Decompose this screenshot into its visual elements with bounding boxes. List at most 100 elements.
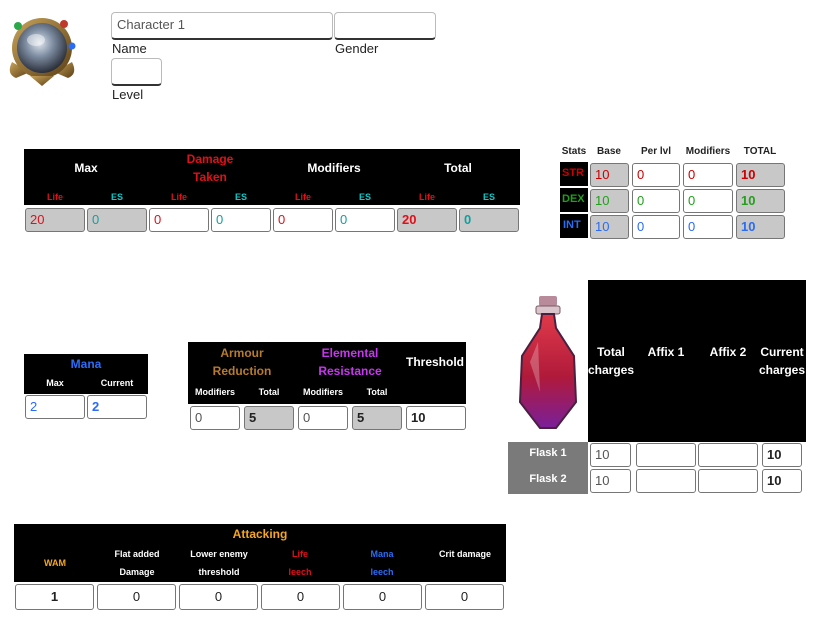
life-leech-header: Life leech [288,549,312,577]
base-header: Base [597,146,621,157]
str-base-field: 10 [590,163,629,187]
armour-total-label: Total [258,387,280,397]
total-es-field: 0 [459,208,519,232]
stats-header: Stats [561,146,587,157]
flask-1-affix1-input[interactable] [636,443,696,467]
mod-life-label: Life [294,192,311,202]
flask-2-label-cell [508,468,588,494]
elemental-modifiers-input[interactable]: 0 [298,406,348,430]
flask-2-affix1-input[interactable] [636,469,696,493]
mana-header [24,354,148,394]
attacking-header [14,524,506,582]
elemental-title: Elemental Resistance [318,346,382,378]
flask-2-total-input[interactable]: 10 [590,469,631,493]
armour-modifiers-input[interactable]: 0 [190,406,240,430]
gender-label: Gender [335,41,379,56]
lower-threshold-header: Lower enemy threshold [190,549,248,577]
threshold-title: Threshold [405,355,464,369]
orb-icon [9,18,76,86]
name-input[interactable]: Character 1 [111,12,333,40]
max-es-label: ES [110,192,123,202]
int-base-field: 10 [590,215,629,239]
flask-1-affix2-input[interactable] [698,443,758,467]
elemental-total-label: Total [366,387,388,397]
int-modifiers-input[interactable]: 0 [683,215,733,239]
mana-leech-header: Mana leech [370,549,394,577]
max-life-label: Life [46,192,63,202]
damage-es-input[interactable]: 0 [211,208,271,232]
dmg-es-label: ES [234,192,247,202]
flask-1-label: Flask 1 [529,447,567,459]
damage-taken-header: Damage Taken [186,152,234,184]
max-life-field: 20 [25,208,85,232]
mana-max-input[interactable]: 2 [25,395,85,419]
crit-damage-input[interactable]: 0 [425,584,504,610]
dex-total-field: 10 [736,189,785,213]
stat-modifiers-header: Modifiers [685,146,731,157]
wam-header: WAM [44,558,66,568]
int-label: INT [563,219,581,231]
stat-name-str: STR [560,162,588,186]
mana-leech-input[interactable]: 0 [343,584,422,610]
dex-base-field: 10 [590,189,629,213]
mod-es-label: ES [358,192,371,202]
elemental-modifiers-label: Modifiers [302,387,343,397]
flask-2-current-input[interactable]: 10 [762,469,802,493]
str-total-field: 10 [736,163,785,187]
attacking-title: Attacking [232,527,288,541]
max-header: Max [74,161,98,175]
lower-threshold-input[interactable]: 0 [179,584,258,610]
mana-current-label: Current [100,378,134,388]
modifiers-header: Modifiers [307,161,361,175]
gender-input[interactable] [334,12,436,40]
total-life-label: Life [418,192,435,202]
flask-1-current-input[interactable]: 10 [762,443,802,467]
stat-name-int: INT [560,214,588,238]
dex-modifiers-input[interactable]: 0 [683,189,733,213]
armour-total-field: 5 [244,406,294,430]
max-es-field: 0 [87,208,147,232]
dmg-life-label: Life [170,192,187,202]
crit-damage-header: Crit damage [438,549,491,559]
flask-icon [518,296,578,429]
int-total-field: 10 [736,215,785,239]
armour-title: Armour Reduction [212,346,272,378]
flask-1-label-cell [508,442,588,468]
affix1-header: Affix 1 [647,345,685,359]
total-charges-header: Total charges [588,345,635,377]
total-header: Total [444,161,472,175]
mana-max-label: Max [46,378,64,388]
flask-header [588,280,806,442]
dex-per-lvl-input[interactable]: 0 [632,189,680,213]
current-charges-header: Current charges [758,345,806,377]
life-table-header [24,149,520,205]
dex-label: DEX [562,193,585,205]
level-label: Level [112,87,144,102]
damage-life-input[interactable]: 0 [149,208,209,232]
flask-image [508,292,588,440]
elemental-total-field: 5 [352,406,402,430]
total-es-label: ES [482,192,495,202]
str-modifiers-input[interactable]: 0 [683,163,733,187]
flask-1-total-input[interactable]: 10 [590,443,631,467]
flask-2-label: Flask 2 [529,473,567,485]
flask-2-affix2-input[interactable] [698,469,758,493]
flat-damage-input[interactable]: 0 [97,584,176,610]
stat-name-dex: DEX [560,188,588,212]
level-input[interactable] [111,58,162,86]
flat-damage-header: Flat added Damage [114,549,160,577]
modifiers-es-input[interactable]: 0 [335,208,395,232]
character-avatar [4,12,80,88]
life-leech-input[interactable]: 0 [261,584,340,610]
str-per-lvl-input[interactable]: 0 [632,163,680,187]
threshold-input[interactable]: 10 [406,406,466,430]
mana-current-input[interactable]: 2 [87,395,147,419]
str-label: STR [562,167,584,179]
stat-total-header: TOTAL [743,146,777,157]
modifiers-life-input[interactable]: 0 [273,208,333,232]
wam-input[interactable]: 1 [15,584,94,610]
int-per-lvl-input[interactable]: 0 [632,215,680,239]
armour-modifiers-label: Modifiers [194,387,235,397]
affix2-header: Affix 2 [709,345,747,359]
total-life-field: 20 [397,208,457,232]
